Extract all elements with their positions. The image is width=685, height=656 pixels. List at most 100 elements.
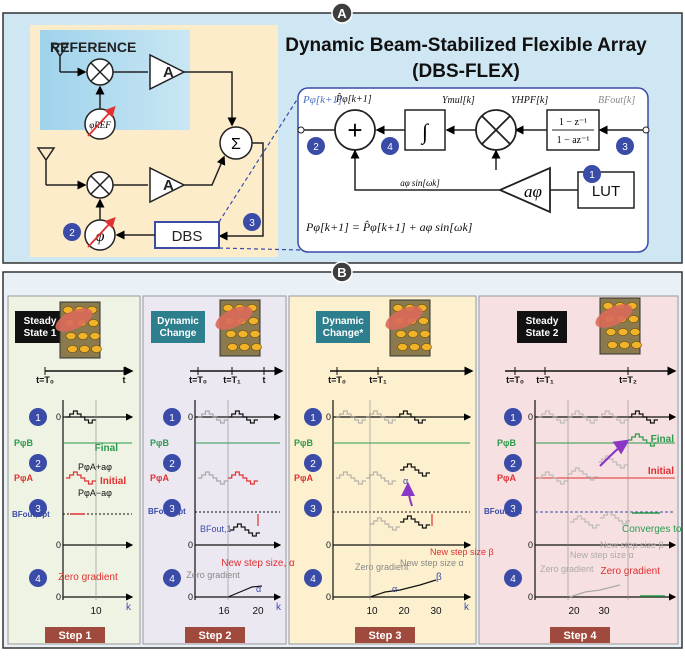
row-marker-label: 1 <box>35 413 41 424</box>
panel-b-badge <box>331 261 353 283</box>
tick-10: 10 <box>90 606 102 617</box>
beam-lobe <box>595 304 633 328</box>
tick-30: 30 <box>430 606 442 617</box>
sig-yhpf: YHPF[k] <box>511 95 548 106</box>
step-box-4 <box>550 627 610 643</box>
array-element <box>418 317 429 325</box>
new-step-alpha2-label: New step size α <box>570 550 634 560</box>
dither-signal-label: aφ sin[ωk] <box>400 178 440 188</box>
marker-4 <box>381 137 399 155</box>
array-element <box>91 345 102 353</box>
time-label: t <box>123 375 126 385</box>
panel-a-badge <box>331 2 353 24</box>
amp-ref-icon <box>149 53 186 91</box>
zero-label: 0 <box>326 592 331 602</box>
sig-p-phi: Pφ[k+1] <box>302 94 342 106</box>
tick-20: 20 <box>568 606 580 617</box>
row-marker <box>163 454 181 472</box>
zero-gradient-label: Zero gradient <box>601 566 661 577</box>
row-marker-label: 3 <box>310 504 316 515</box>
zero-label: 0 <box>56 592 61 602</box>
wire <box>218 142 264 241</box>
array-element <box>67 345 78 353</box>
array-element <box>419 330 431 338</box>
summer-label: Σ <box>231 136 241 153</box>
dither-wave <box>538 410 568 424</box>
phase-wave <box>66 471 96 485</box>
panel-a-badge-label: A <box>337 6 347 21</box>
row-marker <box>163 499 181 517</box>
dither-wave <box>228 410 258 424</box>
new-step-beta2-label: New step size β <box>600 540 664 550</box>
phase-wave <box>400 463 430 477</box>
zero-label: 0 <box>188 412 193 422</box>
marker-3-label: 3 <box>249 218 255 229</box>
hpf-numerator: 1 − z⁻¹ <box>559 117 587 128</box>
array-element <box>77 332 89 340</box>
zero-label: 0 <box>188 540 193 550</box>
dither-gain-icon <box>497 166 551 214</box>
gradient-trace <box>569 584 621 598</box>
amp-main-label: A <box>163 177 174 194</box>
time-label: t=T₁ <box>536 375 554 385</box>
update-equation: Pφ[k+1] = P̂φ[k+1] + aφ sin[ωk] <box>305 220 473 234</box>
dither-wave <box>628 410 658 424</box>
title-line-1: Dynamic Beam-Stabilized Flexible Array <box>285 35 647 56</box>
marker-3 <box>243 213 261 231</box>
phase-wave <box>228 471 258 485</box>
final-wave <box>628 433 658 447</box>
zero-label: 0 <box>326 540 331 550</box>
row-marker-label: 3 <box>510 504 516 515</box>
row-marker-label: 3 <box>169 504 175 515</box>
lut-label: LUT <box>592 183 620 200</box>
converges-label: Converges to B <box>622 524 685 535</box>
tunable-arrow-icon <box>87 217 116 248</box>
bf-wave <box>230 523 260 537</box>
new-step-alpha-label: New step size, α <box>221 558 295 569</box>
step-box-3 <box>355 627 415 643</box>
row-marker-label: 4 <box>310 574 316 585</box>
sig-p-hat: P̂φ[k+1] <box>335 92 372 105</box>
adder-label: + <box>347 115 362 145</box>
array-element <box>397 343 408 351</box>
row-marker-label: 3 <box>35 504 41 515</box>
array-element <box>225 330 237 338</box>
zero-label: 0 <box>528 540 533 550</box>
antenna-array-icon <box>215 299 262 357</box>
p-phiB-label: PφB <box>14 438 33 448</box>
initial-label: Initial <box>100 476 126 487</box>
bf-opt-label: BFout,opt <box>12 510 50 519</box>
bf-opt-label: BFout,opt <box>148 507 186 516</box>
p-phiA-label: PφA <box>497 473 516 483</box>
port-out <box>297 126 305 134</box>
hpf-denominator: 1 − az⁻¹ <box>557 135 590 146</box>
time-label: t=T₀ <box>506 375 524 385</box>
dither-wave <box>568 410 598 424</box>
zero-gradient-label: Zero gradient <box>58 572 118 583</box>
bf-wave <box>600 511 630 525</box>
antenna-2-icon <box>36 147 56 185</box>
array-element <box>629 328 641 336</box>
row-marker <box>504 569 522 587</box>
phase-shifter-label: φ <box>96 228 105 245</box>
zero-gradient-label: Zero gradient <box>540 564 594 574</box>
k-label: k <box>276 602 282 613</box>
bf-wave <box>570 515 600 529</box>
k-label: k <box>464 602 470 613</box>
bf-opt-label: BFout,opt <box>484 507 522 516</box>
array-element <box>237 330 249 338</box>
tick-16: 16 <box>218 606 230 617</box>
final-label: Final <box>651 434 675 445</box>
row-marker <box>29 499 47 517</box>
integrator-label: ∫ <box>420 119 430 145</box>
new-step-beta-label: New step size β <box>430 547 494 557</box>
amp-main-icon <box>149 166 186 204</box>
p-phiA-label: PφA <box>294 473 313 483</box>
update-arrow <box>401 482 416 507</box>
dbs-label: DBS <box>172 228 203 245</box>
gradient-trace <box>227 585 263 598</box>
reference-label: REFERENCE <box>50 39 136 55</box>
time-label: t=T₁ <box>369 375 387 385</box>
row-marker <box>504 454 522 472</box>
